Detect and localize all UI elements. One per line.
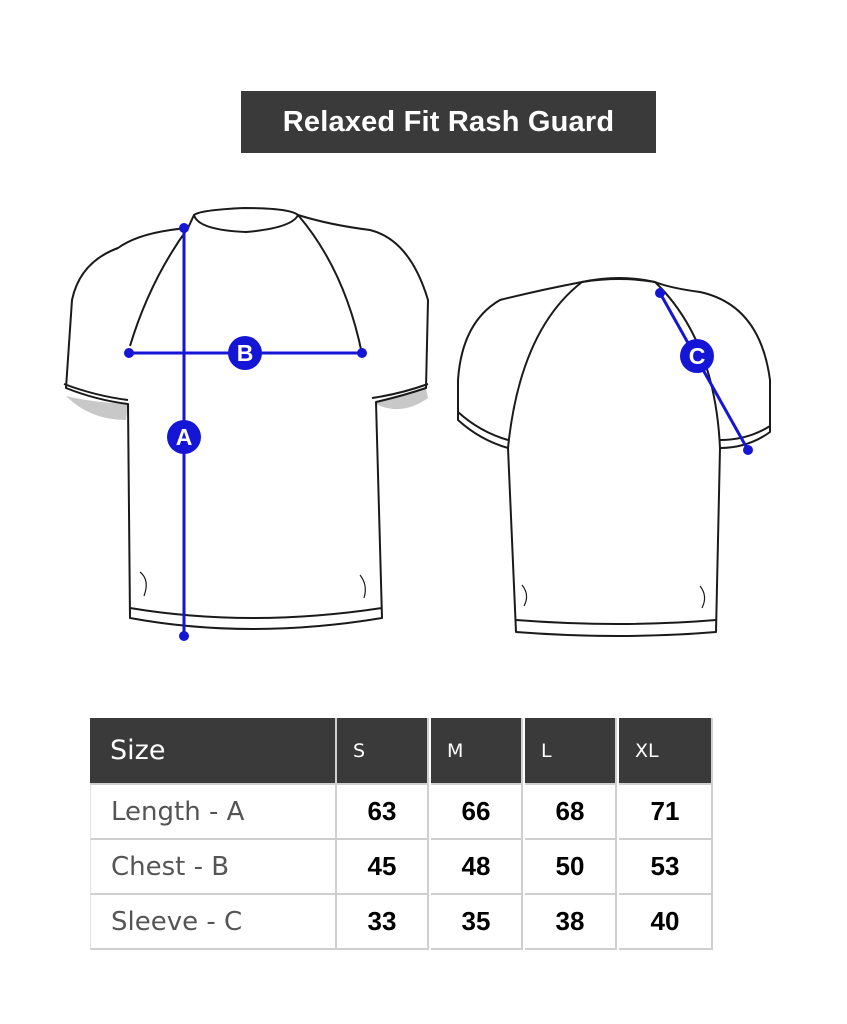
size-column-header: L <box>525 718 617 785</box>
size-label: L <box>541 739 552 762</box>
sleeve-endpoint-bottom <box>743 445 753 455</box>
marker-c: C <box>680 339 714 373</box>
table-cell: 68 <box>525 785 617 840</box>
size-column-header: XL <box>619 718 713 785</box>
table-row-label: Sleeve - C <box>90 895 337 950</box>
marker-a-label: A <box>176 424 193 450</box>
size-column-header: S <box>337 718 429 785</box>
size-header-cell: Size <box>90 718 337 785</box>
front-shirt-illustration <box>63 207 429 630</box>
back-shirt-illustration <box>457 277 771 637</box>
sleeve-measure-line <box>658 292 750 451</box>
page-title: Relaxed Fit Rash Guard <box>282 105 615 138</box>
table-cell: 35 <box>431 895 523 950</box>
marker-a: A <box>167 420 201 454</box>
marker-b: B <box>228 336 262 370</box>
table-cell: 63 <box>337 785 429 840</box>
length-endpoint-top <box>179 223 189 233</box>
chest-endpoint-right <box>357 348 367 358</box>
table-cell: 33 <box>337 895 429 950</box>
sleeve-endpoint-top <box>655 288 665 298</box>
chest-endpoint-left <box>124 348 134 358</box>
marker-c-label: C <box>689 343 706 369</box>
size-header-label: Size <box>110 735 166 766</box>
table-cell: 50 <box>525 840 617 895</box>
size-column-header: M <box>431 718 523 785</box>
table-cell: 71 <box>619 785 713 840</box>
table-row-label: Chest - B <box>90 840 337 895</box>
length-endpoint-bottom <box>179 631 189 641</box>
size-label: M <box>447 739 464 762</box>
table-cell: 48 <box>431 840 523 895</box>
title-banner: Relaxed Fit Rash Guard <box>241 91 656 153</box>
table-cell: 53 <box>619 840 713 895</box>
table-cell: 66 <box>431 785 523 840</box>
shirt-diagram: A B C <box>63 207 771 641</box>
table-cell: 45 <box>337 840 429 895</box>
table-cell: 38 <box>525 895 617 950</box>
table-row-label: Length - A <box>90 785 337 840</box>
table-cell: 40 <box>619 895 713 950</box>
size-label: XL <box>635 739 659 762</box>
marker-b-label: B <box>237 340 254 366</box>
size-label: S <box>353 739 366 762</box>
